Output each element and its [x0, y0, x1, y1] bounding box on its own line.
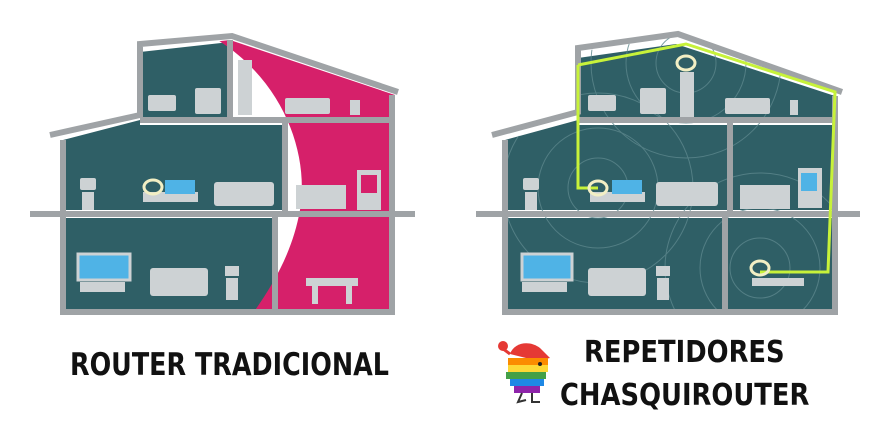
rainbow-chasqui-logo-icon — [496, 336, 554, 408]
tv-icons — [76, 173, 379, 282]
caption-traditional-router: ROUTER TRADICIONAL — [70, 347, 389, 383]
traditional-router-house — [0, 0, 440, 330]
mesh-repeaters-house-illustration — [476, 30, 860, 315]
house-walls — [30, 32, 415, 315]
wifi-router-icon — [142, 178, 164, 196]
router-coverage-area — [200, 40, 395, 310]
mesh-coverage-outline — [576, 65, 598, 190]
furniture — [522, 72, 822, 300]
caption-chasquirouter: CHASQUIROUTER — [560, 378, 810, 413]
caption-repeaters: REPETIDORES — [584, 335, 785, 370]
wifi-repeater-icons — [587, 54, 771, 277]
mesh-coverage-outline-right — [577, 42, 837, 274]
house-walls — [476, 30, 860, 315]
tv-icons — [520, 171, 819, 282]
furniture — [80, 60, 381, 304]
traditional-router-house-illustration — [30, 32, 415, 315]
mesh-repeaters-house — [476, 30, 860, 315]
